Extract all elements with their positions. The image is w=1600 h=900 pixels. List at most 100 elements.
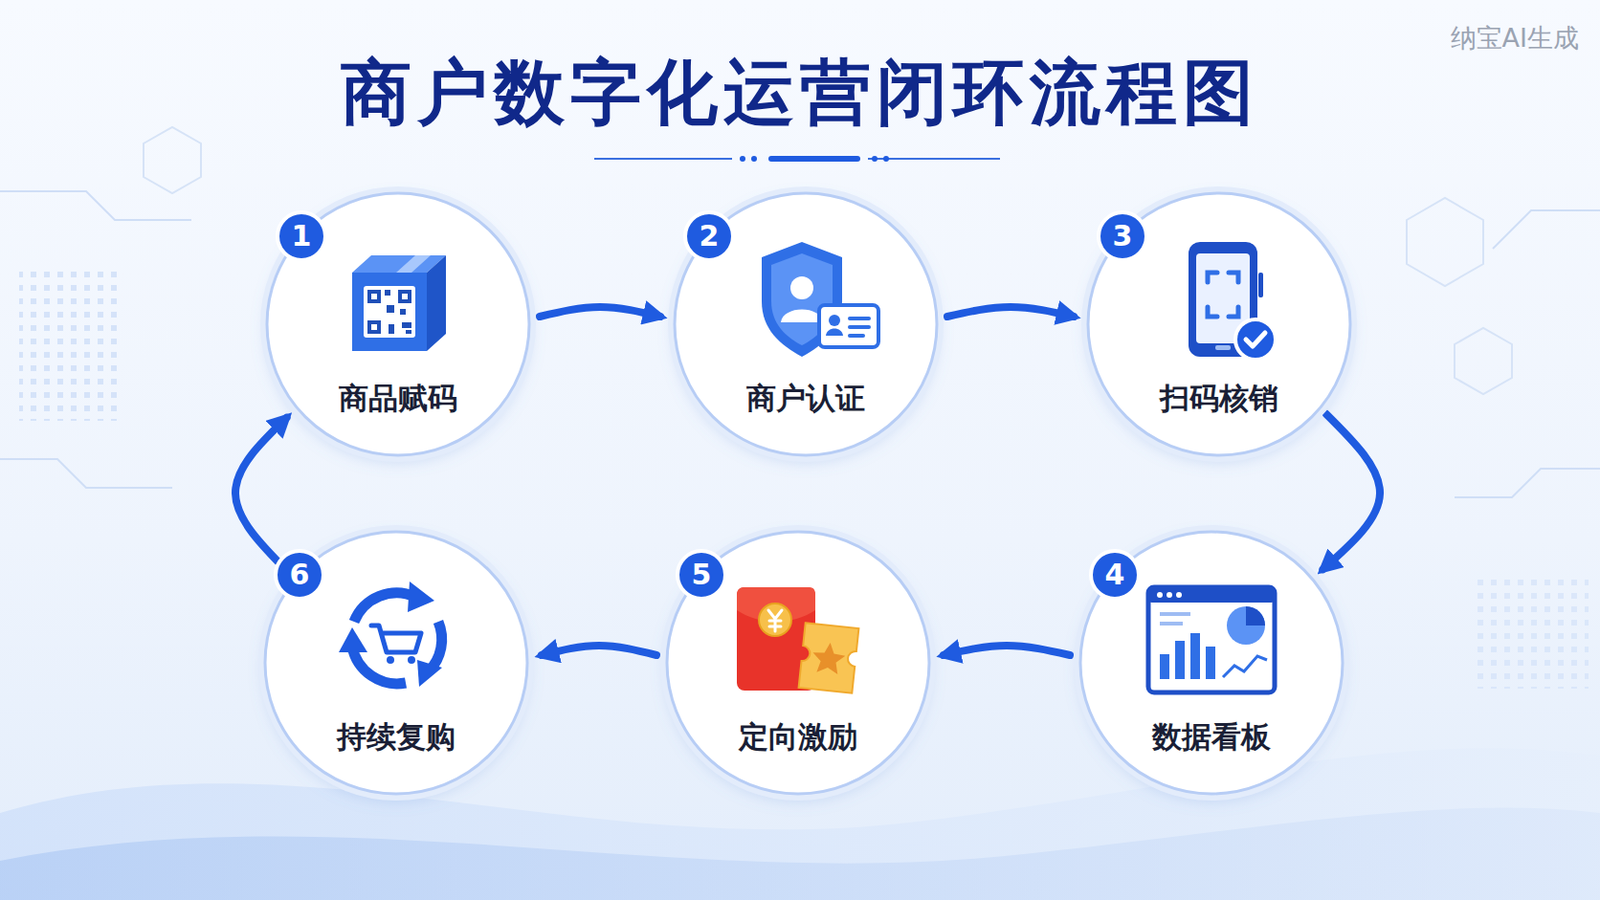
circle-border [265, 532, 528, 795]
diagram-title: 商户数字化运营闭环流程图 [0, 47, 1600, 136]
step-label: 数据看板 [1079, 718, 1344, 757]
red-envelope-icon-part [799, 622, 860, 693]
step-number: 3 [1096, 210, 1149, 263]
step-label: 定向激励 [666, 718, 931, 757]
box-icon-part-part [367, 289, 381, 304]
flow-arrow [541, 645, 657, 656]
repurchase-icon-part [407, 581, 435, 613]
dashboard-icon-part [1159, 612, 1191, 617]
red-envelope-icon-part [768, 610, 782, 632]
process-circle: 4 数据看板 [1079, 531, 1344, 796]
box-icon-part [363, 286, 416, 338]
repurchase-icon-part [417, 660, 443, 688]
dashboard-icon-part-part [1175, 641, 1185, 680]
shield-icon-part-part [849, 333, 864, 338]
shield-icon-part [790, 276, 814, 300]
phone-icon [1188, 242, 1276, 360]
box-icon-part-part [386, 305, 395, 313]
circle-grounds-part [264, 531, 529, 796]
step-number: 4 [1088, 549, 1141, 601]
box-icon-part [352, 272, 427, 352]
title-divider-part [768, 155, 861, 162]
watermark: 纳宝AI生成 [1450, 21, 1579, 56]
process-circle: 1 商品赋码 [266, 192, 531, 457]
circle-grounds-part [266, 192, 531, 457]
step-number: 5 [675, 549, 728, 601]
box-icon-part-part [405, 330, 412, 334]
step-number: 2 [683, 210, 735, 263]
red-envelope-icon [736, 587, 859, 694]
process-circle: 5 定向激励 [666, 531, 931, 796]
step-label: 商户认证 [673, 379, 938, 419]
circle-glow [663, 528, 934, 799]
box-icon-part [426, 255, 446, 352]
repurchase-icon-part [428, 622, 443, 672]
flow-arrow [539, 307, 661, 317]
step-number: 6 [273, 549, 326, 601]
dashboard-icon-part [1166, 592, 1173, 599]
box-icon [352, 255, 446, 352]
flow-arrow [235, 418, 289, 574]
repurchase-icon-part [407, 656, 416, 665]
step-label: 持续复购 [264, 718, 529, 757]
phone-icon-part [1235, 319, 1276, 360]
box-icon-part-part [388, 324, 395, 334]
repurchase-icon-part [386, 656, 395, 665]
box-icon-part-part [401, 293, 408, 300]
title-divider-part [739, 155, 746, 162]
red-envelope-icon-part-part [810, 641, 846, 675]
phone-icon-part [1207, 272, 1239, 317]
title-divider-part [751, 155, 757, 162]
shield-icon-part-part [849, 325, 869, 330]
circle-glow [670, 189, 941, 460]
flow-arrow [947, 307, 1074, 317]
box-icon-part [367, 289, 412, 334]
circle-glow [1076, 528, 1347, 799]
circle-grounds-part [1087, 192, 1352, 457]
box-icon-part-part [401, 322, 412, 329]
decoration-part [19, 267, 125, 422]
step-number: 1 [275, 210, 328, 263]
circle-border [1080, 532, 1343, 795]
dashboard-icon-part [1176, 592, 1182, 599]
repurchase-icon [338, 581, 443, 688]
title-divider-part [871, 155, 878, 162]
dashboard-icon [1148, 587, 1275, 693]
dashboard-icon-part [1245, 606, 1266, 626]
red-envelope-icon-part [758, 603, 792, 637]
decoration-part [0, 808, 1600, 900]
box-icon-part-part [398, 289, 412, 304]
box-icon-part-part [367, 320, 381, 334]
circle-grounds-part [1079, 531, 1344, 796]
dashboard-icon-part [1148, 587, 1275, 603]
dashboard-icon-part [1148, 587, 1275, 693]
red-envelope-icon-part-part [799, 622, 860, 693]
step-label: 扫码核销 [1087, 379, 1352, 419]
circle-grounds [264, 192, 1352, 796]
dashboard-icon-part-part [1205, 646, 1216, 680]
circle-grounds-part [666, 531, 931, 796]
box-icon-part-part [384, 289, 391, 296]
circle-border [266, 193, 530, 456]
circle-border [674, 193, 937, 456]
repurchase-icon-part [338, 627, 368, 653]
title-divider-part [883, 155, 889, 162]
circle-border [1088, 193, 1351, 456]
box-icon-part [371, 293, 408, 331]
box-icon-part-part [371, 324, 378, 331]
dashboard-icon-part [1159, 622, 1183, 626]
decoration [0, 127, 1600, 900]
phone-icon-part [1215, 345, 1231, 351]
dashboard-icon-part-part [1159, 654, 1170, 680]
shield-icon-part [825, 329, 844, 337]
shield-icon-part-part [849, 316, 869, 321]
shield-icon-part [849, 318, 869, 336]
dashboard-icon-part [1226, 606, 1266, 645]
title-divider-part [594, 157, 733, 160]
step-label: 商品赋码 [266, 379, 531, 419]
shield-icon-part [780, 310, 823, 324]
process-circle: 2 商户认证 [673, 192, 938, 457]
circle-border [666, 532, 930, 795]
box-icon-part-part [371, 293, 378, 300]
box-icon-part-part [400, 309, 406, 315]
